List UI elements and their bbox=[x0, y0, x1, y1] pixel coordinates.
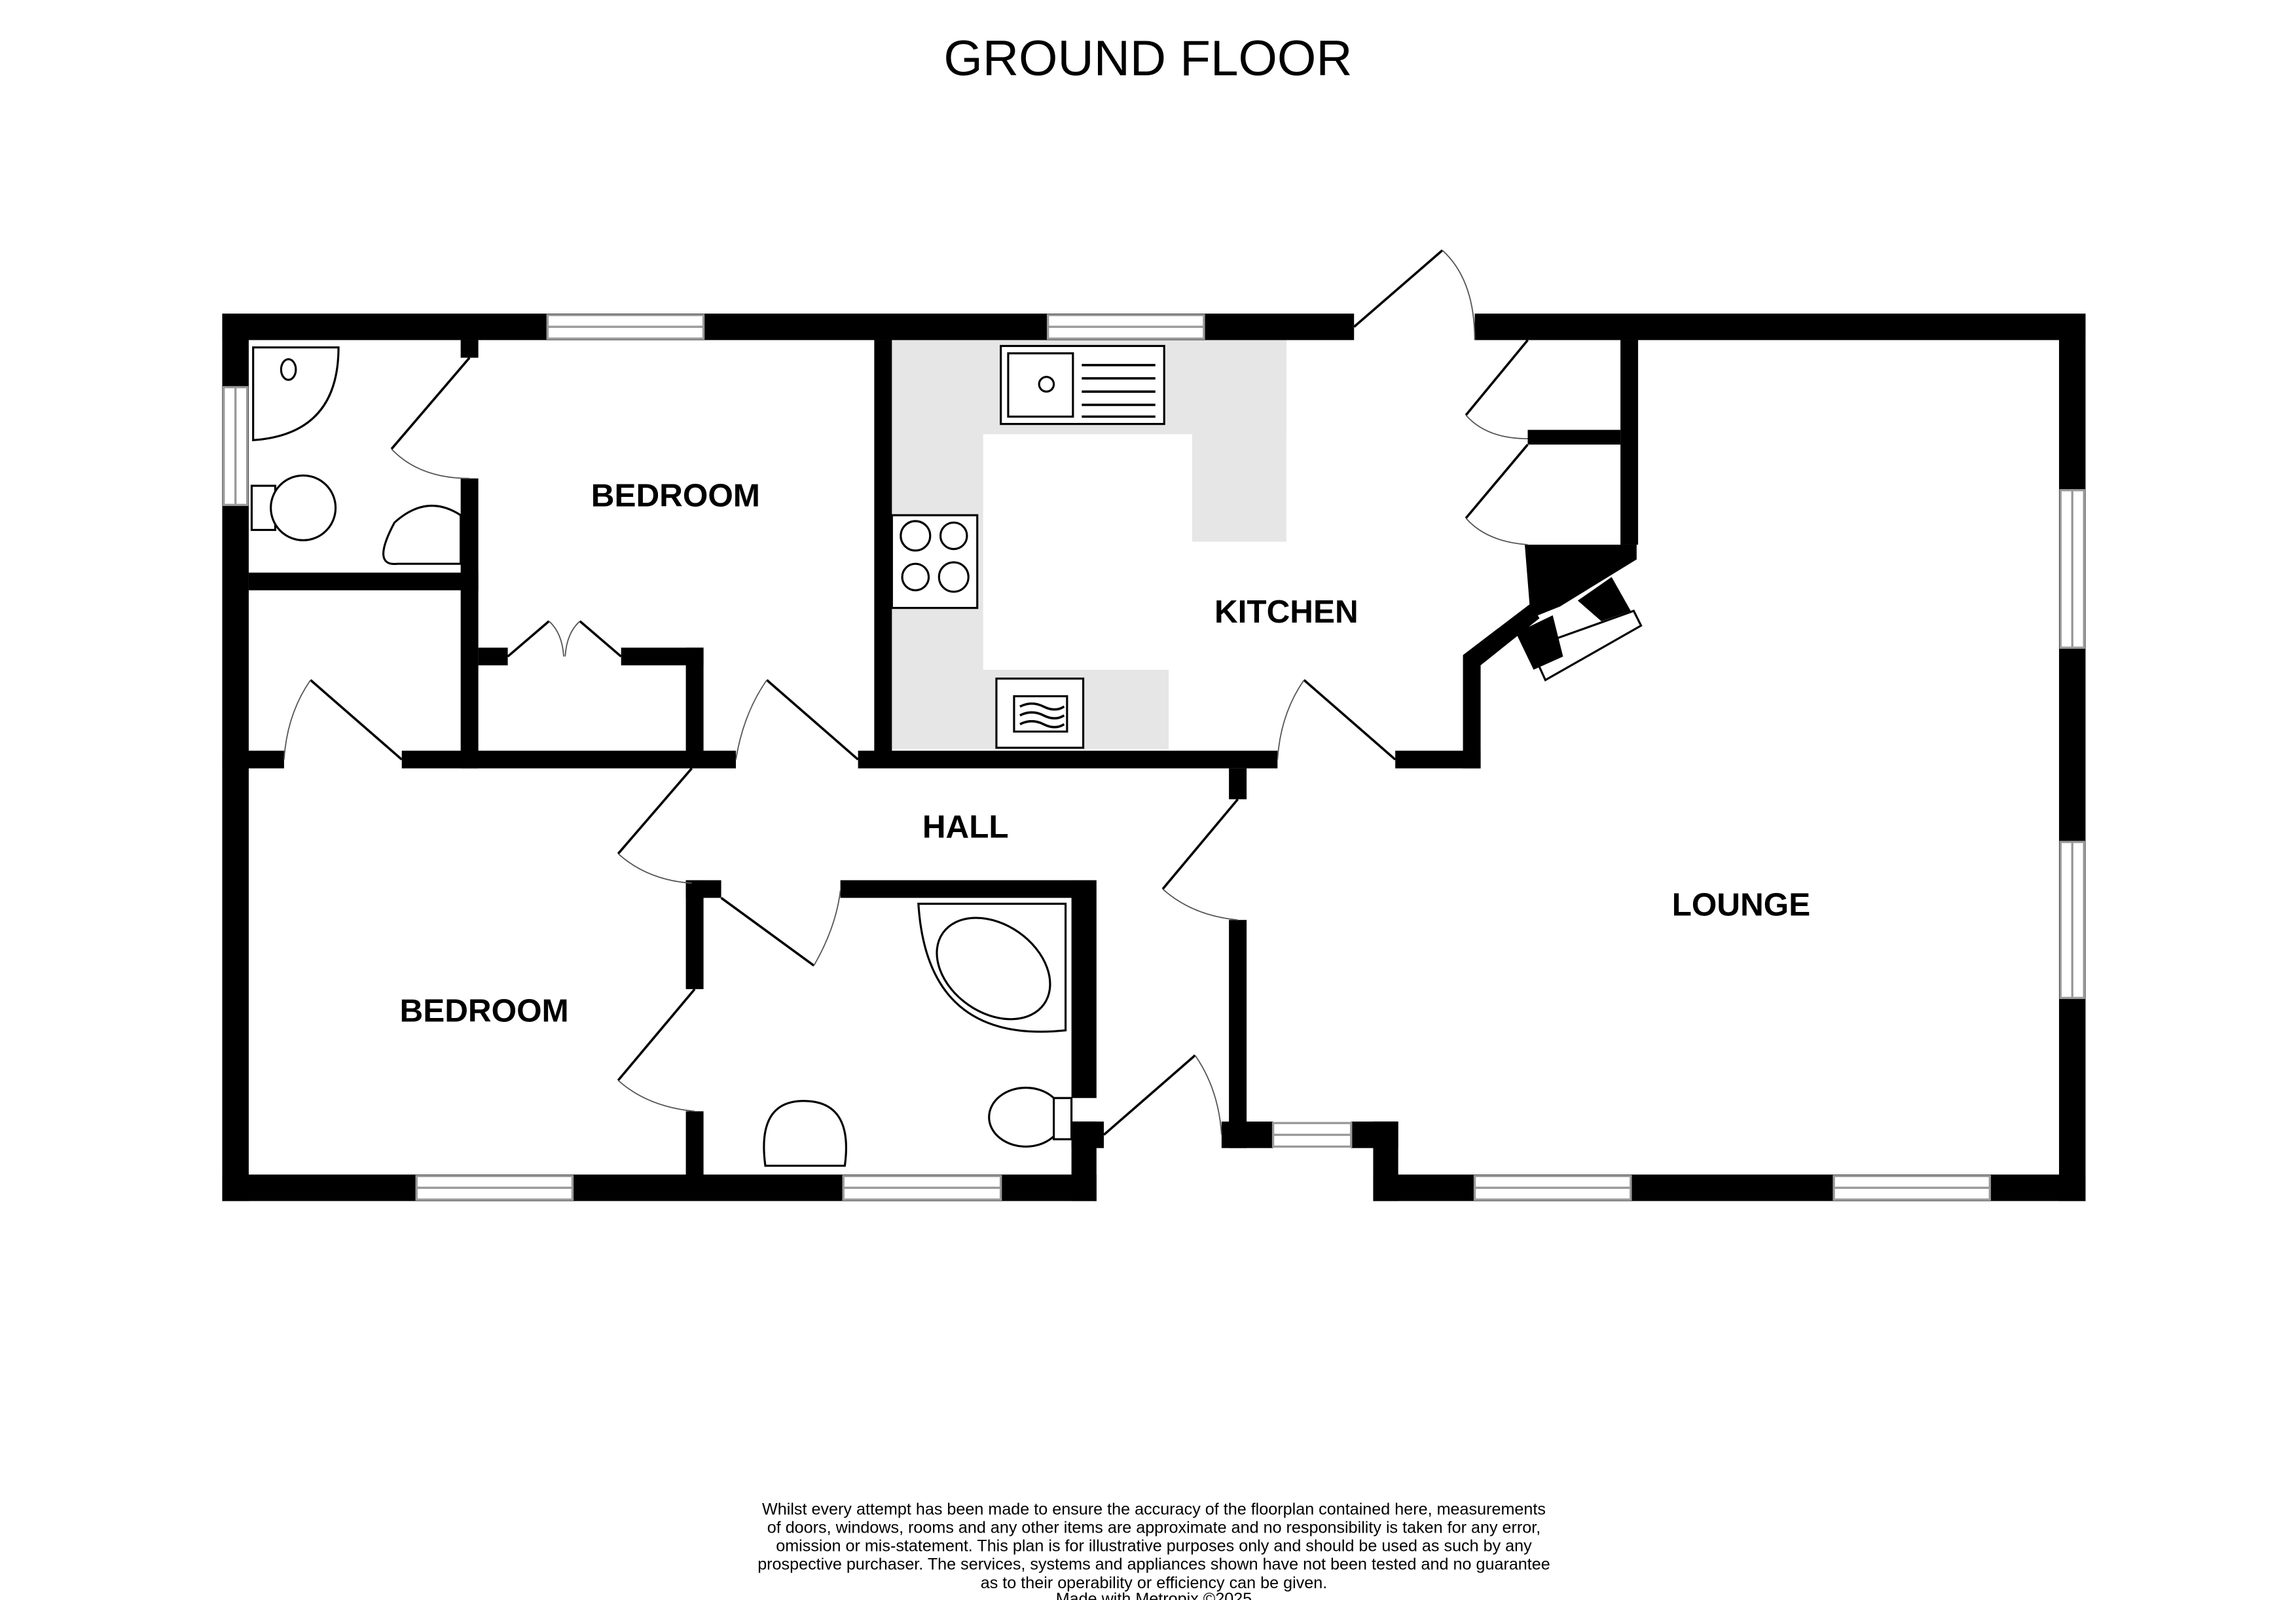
credit-line: Made with Metropix ©2025 bbox=[1056, 1590, 1252, 1600]
windows bbox=[223, 314, 2085, 1201]
room-label-lounge: LOUNGE bbox=[1672, 886, 1811, 922]
disclaimer-line: as to their operability or efficiency ca… bbox=[981, 1574, 1328, 1592]
basin-icon bbox=[382, 505, 462, 565]
toilet-icon bbox=[988, 1086, 1073, 1148]
sink-icon bbox=[1000, 344, 1165, 426]
fireplace-icon bbox=[1516, 577, 1643, 682]
toilet-icon bbox=[250, 474, 337, 541]
floor-title: GROUND FLOOR bbox=[943, 31, 1352, 86]
disclaimer-line: of doors, windows, rooms and any other i… bbox=[767, 1519, 1541, 1537]
basin-icon bbox=[763, 1100, 847, 1167]
disclaimer: Whilst every attempt has been made to en… bbox=[757, 1500, 1550, 1600]
disclaimer-line: prospective purchaser. The services, sys… bbox=[757, 1555, 1550, 1574]
room-label-bedroom: BEDROOM bbox=[591, 478, 760, 514]
oven-icon bbox=[995, 677, 1085, 749]
room-label-hall: HALL bbox=[922, 809, 1009, 845]
disclaimer-line: omission or mis-statement. This plan is … bbox=[776, 1537, 1532, 1555]
room-label-bedroom: BEDROOM bbox=[400, 992, 569, 1028]
shower-icon bbox=[252, 346, 340, 442]
hob-icon bbox=[890, 514, 979, 609]
walls bbox=[222, 314, 2086, 1201]
fixtures bbox=[250, 344, 1643, 1167]
disclaimer-line: Whilst every attempt has been made to en… bbox=[762, 1500, 1546, 1518]
bath-icon bbox=[917, 902, 1067, 1033]
doors bbox=[283, 249, 1529, 1136]
room-label-kitchen: KITCHEN bbox=[1214, 594, 1358, 630]
